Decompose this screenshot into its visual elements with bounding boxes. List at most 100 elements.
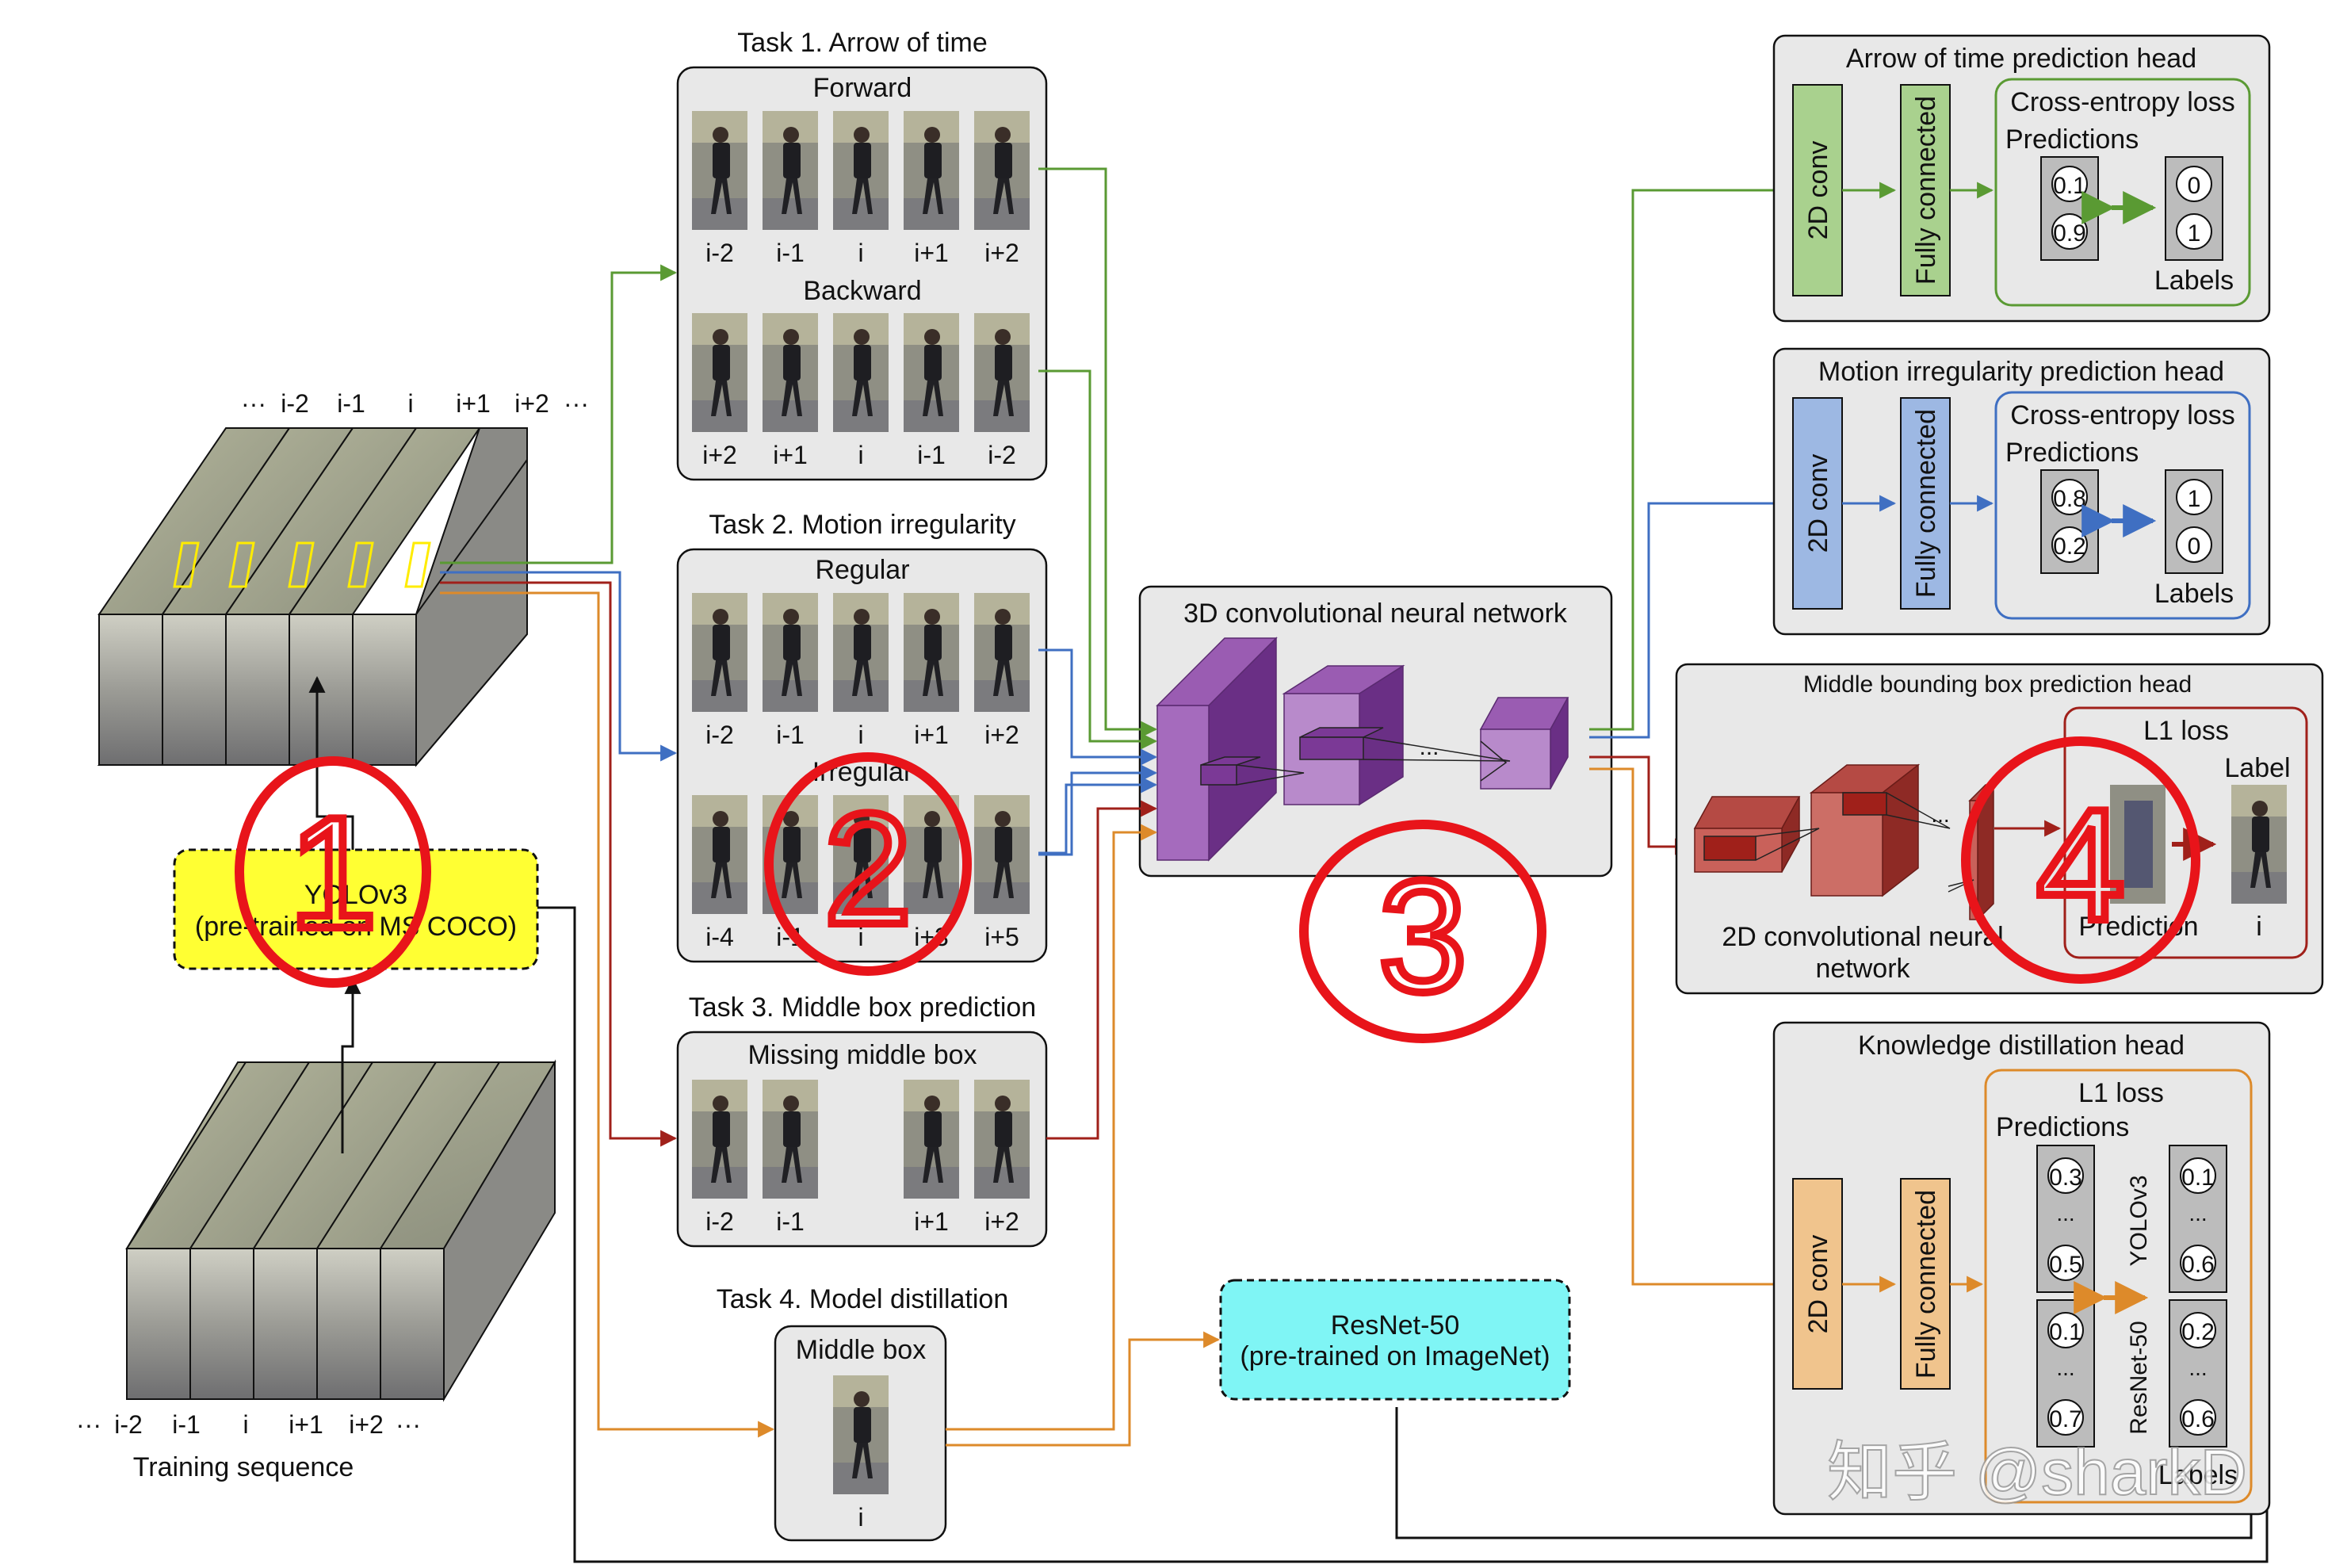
head-kd-lab-top: ... <box>2188 1201 2207 1226</box>
head-aot-pred: Predictions <box>2005 124 2139 155</box>
cnn3d-dots: ... <box>1419 734 1439 760</box>
task1-backward-frame-label: i-2 <box>988 441 1016 469</box>
head-mi-loss: Cross-entropy loss <box>2010 400 2234 430</box>
task2-irregular-frame-label: i-4 <box>705 923 734 951</box>
seq-top-label: ··· <box>241 389 266 418</box>
task4-frame <box>833 1375 889 1494</box>
seq-bottom-label: i+2 <box>349 1410 384 1439</box>
top-sequence-labels: ··· i-2 i-1 i i+1 i+2 ··· <box>241 389 589 418</box>
head-mi-label-val: 1 <box>2188 486 2201 512</box>
head-mbb-cnn-line1: 2D convolutional neural <box>1722 922 2003 952</box>
head-kd-resnet-label: ResNet-50 <box>2126 1321 2152 1434</box>
task1-backward-frame-label: i+1 <box>773 441 808 469</box>
head-knowledge-distillation: Knowledge distillation head 2D conv Full… <box>1772 1021 2271 1516</box>
head-kd-pred: Predictions <box>1996 1112 2129 1142</box>
head-aot-loss: Cross-entropy loss <box>2010 87 2234 117</box>
seq-top-label: i <box>407 389 413 418</box>
head-motion-irregularity: Motion irregularity prediction head 2D c… <box>1772 347 2271 636</box>
red-annotation-numbers: 1 2 3 4 <box>285 773 2128 1029</box>
task2-regular-label: Regular <box>815 555 909 585</box>
head-mi-pred: Predictions <box>2005 438 2139 468</box>
yolo-box: YOLOv3 (pre-trained on MS COCO) <box>173 848 539 970</box>
cnn3d-title: 3D convolutional neural network <box>1183 599 1568 629</box>
head-kd-title: Knowledge distillation head <box>1858 1031 2185 1061</box>
head-mi-fc: Fully connected <box>1911 409 1941 598</box>
head-aot-pred-val: 0.1 <box>2053 173 2086 199</box>
head-aot-labels: Labels <box>2154 266 2234 296</box>
head-mi-pred-val: 0.8 <box>2053 486 2086 512</box>
head-kd-pred-top: ... <box>2056 1201 2074 1226</box>
resnet-box: ResNet-50 (pre-trained on ImageNet) <box>1219 1279 1571 1401</box>
head-kd-pred-bot: 0.7 <box>2049 1406 2082 1432</box>
head-mi-labels: Labels <box>2154 579 2234 609</box>
head-mbb-prediction-image <box>2110 785 2166 904</box>
resnet-subtitle: (pre-trained on ImageNet) <box>1240 1341 1550 1371</box>
task2-regular-frame-label: i-1 <box>776 721 805 749</box>
frame-stack-bottom: ··· i-2 i-1 i i+1 i+2 ··· Training seque… <box>76 1059 556 1482</box>
connectors <box>440 167 1221 1447</box>
annotation-circle-4 <box>1961 736 2200 984</box>
watermark-text: 知乎 @sharkD <box>1827 1436 2247 1509</box>
seq-bottom-label: i-2 <box>114 1410 143 1439</box>
task2-title: Task 2. Motion irregularity <box>709 510 1015 540</box>
head-middle-bbox: Middle bounding box prediction head ... … <box>1675 663 2324 995</box>
seq-top-label: i+2 <box>514 389 549 418</box>
head-kd-loss: L1 loss <box>2078 1078 2164 1108</box>
head-mi-pred-val: 0.2 <box>2053 534 2086 560</box>
task1-forward-frame-label: i <box>858 239 863 267</box>
task4-title: Task 4. Model distillation <box>717 1284 1009 1314</box>
head-kd-lab-bot: ... <box>2188 1356 2207 1380</box>
task3-subtitle: Missing middle box <box>747 1040 977 1070</box>
task1-title: Task 1. Arrow of time <box>737 28 988 58</box>
cnn3d-panel: 3D convolutional neural network ... <box>1138 585 1613 878</box>
head-aot-title: Arrow of time prediction head <box>1846 44 2196 74</box>
head-mi-label-val: 0 <box>2188 534 2201 560</box>
training-sequence-caption: Training sequence <box>133 1452 354 1482</box>
seq-top-label: i+1 <box>456 389 491 418</box>
head-kd-pred-bot: ... <box>2056 1356 2074 1380</box>
head-kd-fc: Fully connected <box>1911 1190 1941 1379</box>
head-kd-pred-bot: 0.1 <box>2049 1319 2082 1345</box>
head-kd-pred-top: 0.3 <box>2049 1165 2082 1191</box>
head-aot-conv: 2D conv <box>1803 141 1833 240</box>
task1-forward-frame-label: i+2 <box>984 239 1019 267</box>
yolo-title: YOLOv3 <box>304 880 407 910</box>
stack-frames-top <box>97 427 528 767</box>
annotation-circle-2 <box>764 752 972 976</box>
head-mbb-i: i <box>2256 912 2262 942</box>
seq-bottom-label: i-1 <box>172 1410 201 1439</box>
task3-title: Task 3. Middle box prediction <box>689 992 1036 1023</box>
head-kd-conv: 2D conv <box>1803 1235 1833 1334</box>
frame-stack-top: ··· i-2 i-1 i i+1 i+2 ··· <box>97 389 589 767</box>
task4-frame-label: i <box>858 1503 863 1532</box>
task1-backward-frames <box>692 313 1030 432</box>
task3-frame-label: i+1 <box>914 1207 949 1236</box>
task2-regular-frame-label: i+2 <box>984 721 1019 749</box>
head-mbb-label: Label <box>2224 753 2290 783</box>
cnn3d-layer-1 <box>1156 637 1278 862</box>
task1-panel: Task 1. Arrow of time Forward i-2 i-1 i … <box>676 28 1048 481</box>
head-mbb-cnn-line2: network <box>1815 954 1910 984</box>
task1-backward-frame-label: i <box>858 441 863 469</box>
task2-regular-frames <box>692 593 1030 712</box>
head-mbb-title: Middle bounding box prediction head <box>1803 671 2192 698</box>
head-mbb-layer-1 <box>1693 796 1801 873</box>
seq-top-label: i-1 <box>337 389 365 418</box>
task2-regular-frame-label: i+1 <box>914 721 949 749</box>
task1-forward-label: Forward <box>813 73 912 103</box>
head-kd-lab-top: 0.1 <box>2181 1165 2215 1191</box>
task1-backward-label: Backward <box>803 276 921 306</box>
seq-bottom-label: ··· <box>76 1410 101 1439</box>
task1-forward-frame-label: i+1 <box>914 239 949 267</box>
task1-forward-frame-label: i-2 <box>705 239 734 267</box>
head-kd-pred-top: 0.5 <box>2049 1252 2082 1278</box>
annotation-number-1: 1 <box>289 785 377 962</box>
connectors-right <box>1589 182 1792 1293</box>
task3-panel: Task 3. Middle box prediction Missing mi… <box>676 992 1048 1248</box>
task2-irregular-frame-label: i <box>858 923 863 951</box>
annotation-circle-3 <box>1299 820 1546 1043</box>
annotation-number-4: 4 <box>2036 777 2124 954</box>
task3-frame-label: i-2 <box>705 1207 734 1236</box>
task4-panel: Task 4. Model distillation Middle box i <box>717 1284 1009 1542</box>
